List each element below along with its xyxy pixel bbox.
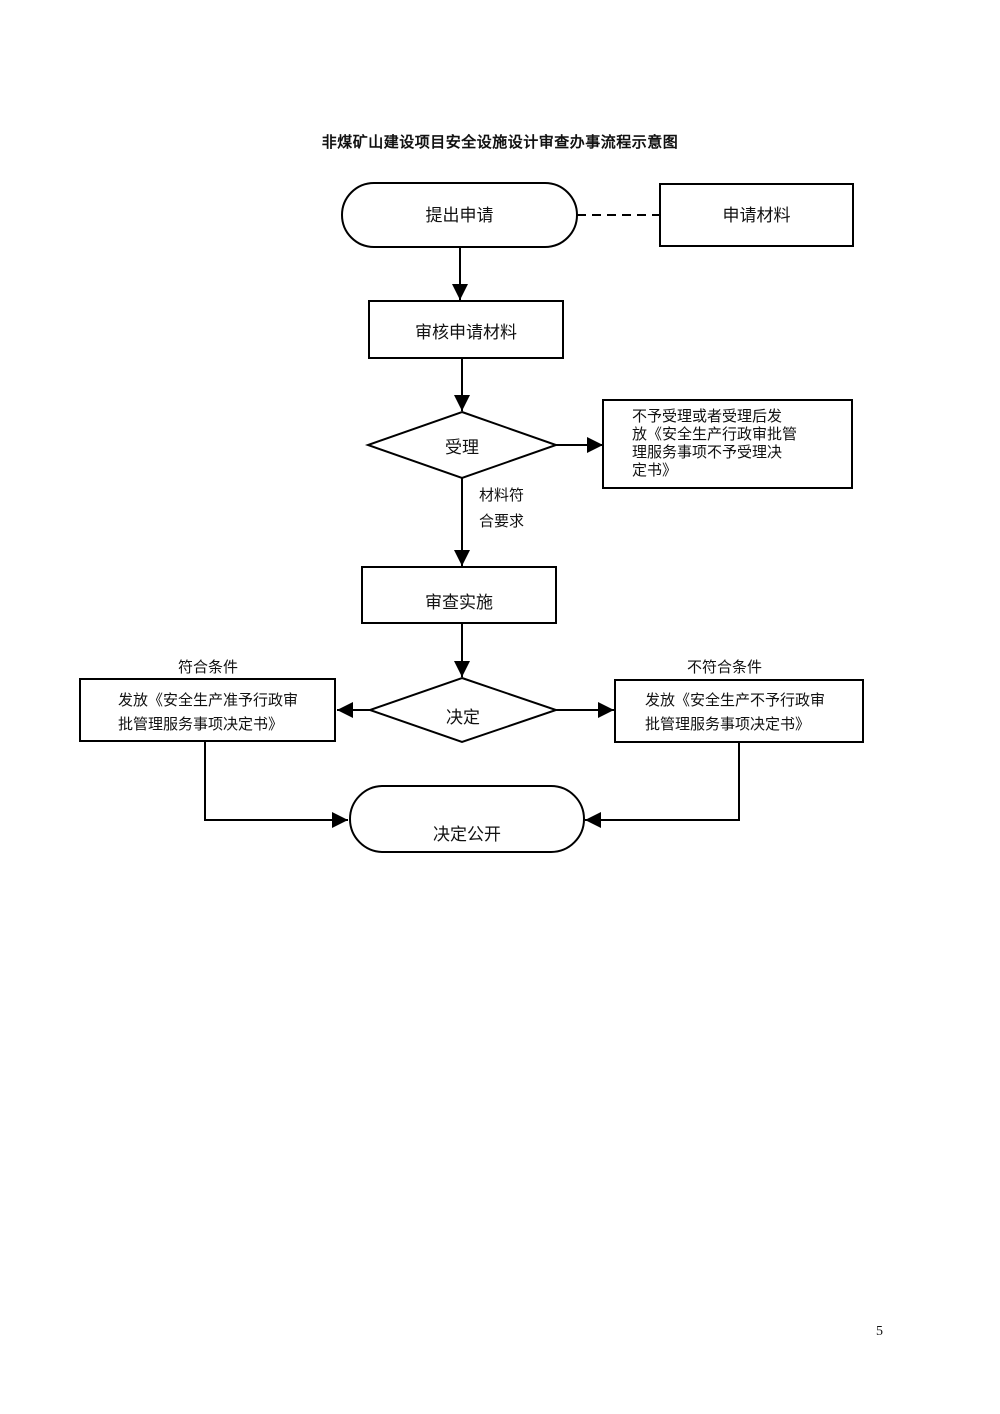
label-denial-notice: 发放《安全生产不予行政审 批管理服务事项决定书》 <box>645 688 825 736</box>
edge-label-line: 合要求 <box>479 512 525 530</box>
node-review-materials <box>368 300 564 359</box>
approval-line: 发放《安全生产准予行政审 <box>118 691 299 709</box>
rejection-line: 放《安全生产行政审批管 <box>632 425 798 443</box>
page-number: 5 <box>876 1324 883 1339</box>
rejection-line: 理服务事项不予受理决 <box>632 443 783 461</box>
edge-label-line: 材料符 <box>479 486 525 504</box>
label-application-materials: 申请材料 <box>722 206 791 226</box>
rejection-line: 定书》 <box>632 461 678 479</box>
node-rejection-notice <box>602 399 853 489</box>
rejection-line: 不予受理或者受理后发 <box>632 407 783 425</box>
label-does-not-meet-conditions: 不符合条件 <box>687 658 763 676</box>
label-rejection-notice: 不予受理或者受理后发 放《安全生产行政审批管 理服务事项不予受理决 定书》 <box>632 407 797 479</box>
node-application-materials <box>659 183 854 247</box>
node-approval-notice <box>79 678 336 742</box>
approval-line: 批管理服务事项决定书》 <box>118 715 284 733</box>
label-meets-conditions: 符合条件 <box>178 658 239 676</box>
node-decision <box>366 676 560 744</box>
document-title: 非煤矿山建设项目安全设施设计审查办事流程示意图 <box>321 133 679 151</box>
label-acceptance: 受理 <box>445 438 479 458</box>
label-materials-meet-requirements: 材料符 合要求 <box>479 482 524 534</box>
edge-denial-to-publication <box>585 742 740 828</box>
label-approval-notice: 发放《安全生产准予行政审 批管理服务事项决定书》 <box>118 688 298 736</box>
label-decision: 决定 <box>446 708 480 728</box>
denial-line: 批管理服务事项决定书》 <box>645 715 811 733</box>
denial-line: 发放《安全生产不予行政审 <box>645 691 826 709</box>
label-submit-application: 提出申请 <box>425 206 494 226</box>
label-decision-publication: 决定公开 <box>433 825 501 845</box>
node-review-implementation <box>361 566 557 624</box>
edge-approval-to-publication <box>204 741 348 828</box>
label-review-implementation: 审查实施 <box>425 593 493 613</box>
label-review-materials: 审核申请材料 <box>415 323 517 343</box>
node-decision-publication <box>349 785 585 853</box>
